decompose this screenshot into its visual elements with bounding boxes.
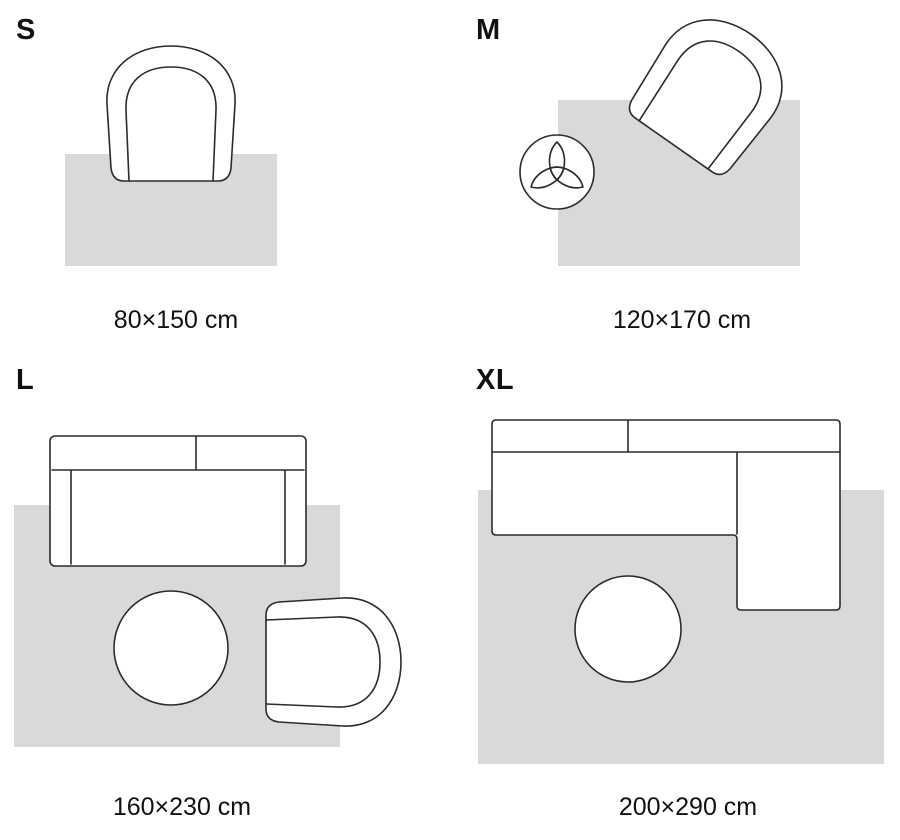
plant-pot (519, 134, 595, 210)
armchair-icon (265, 597, 402, 727)
plant-icon (519, 134, 595, 210)
size-xl-diagram (478, 419, 884, 764)
size-s-diagram (65, 45, 277, 266)
size-label-xl: XL (476, 364, 515, 396)
sectional-sofa-cushion-lines (491, 420, 841, 535)
coffee-table-icon (113, 590, 229, 706)
size-caption-xl: 200×290 cm (618, 793, 758, 821)
sofa-cushion-lines (51, 436, 305, 565)
armchair-icon (106, 45, 236, 182)
sofa-body (49, 435, 307, 567)
size-l-diagram (14, 435, 402, 747)
sofa-icon (49, 435, 307, 567)
size-label-s: S (16, 14, 36, 46)
plant-leaves (530, 141, 584, 189)
size-label-l: L (16, 364, 35, 396)
size-m-diagram (519, 0, 805, 266)
size-caption-s: 80×150 cm (113, 306, 239, 334)
size-label-m: M (476, 14, 501, 46)
size-caption-m: 120×170 cm (612, 306, 752, 334)
sectional-sofa-icon (491, 419, 841, 611)
size-caption-l: 160×230 cm (112, 793, 252, 821)
sectional-sofa-body (491, 419, 841, 611)
coffee-table-icon (574, 575, 682, 683)
